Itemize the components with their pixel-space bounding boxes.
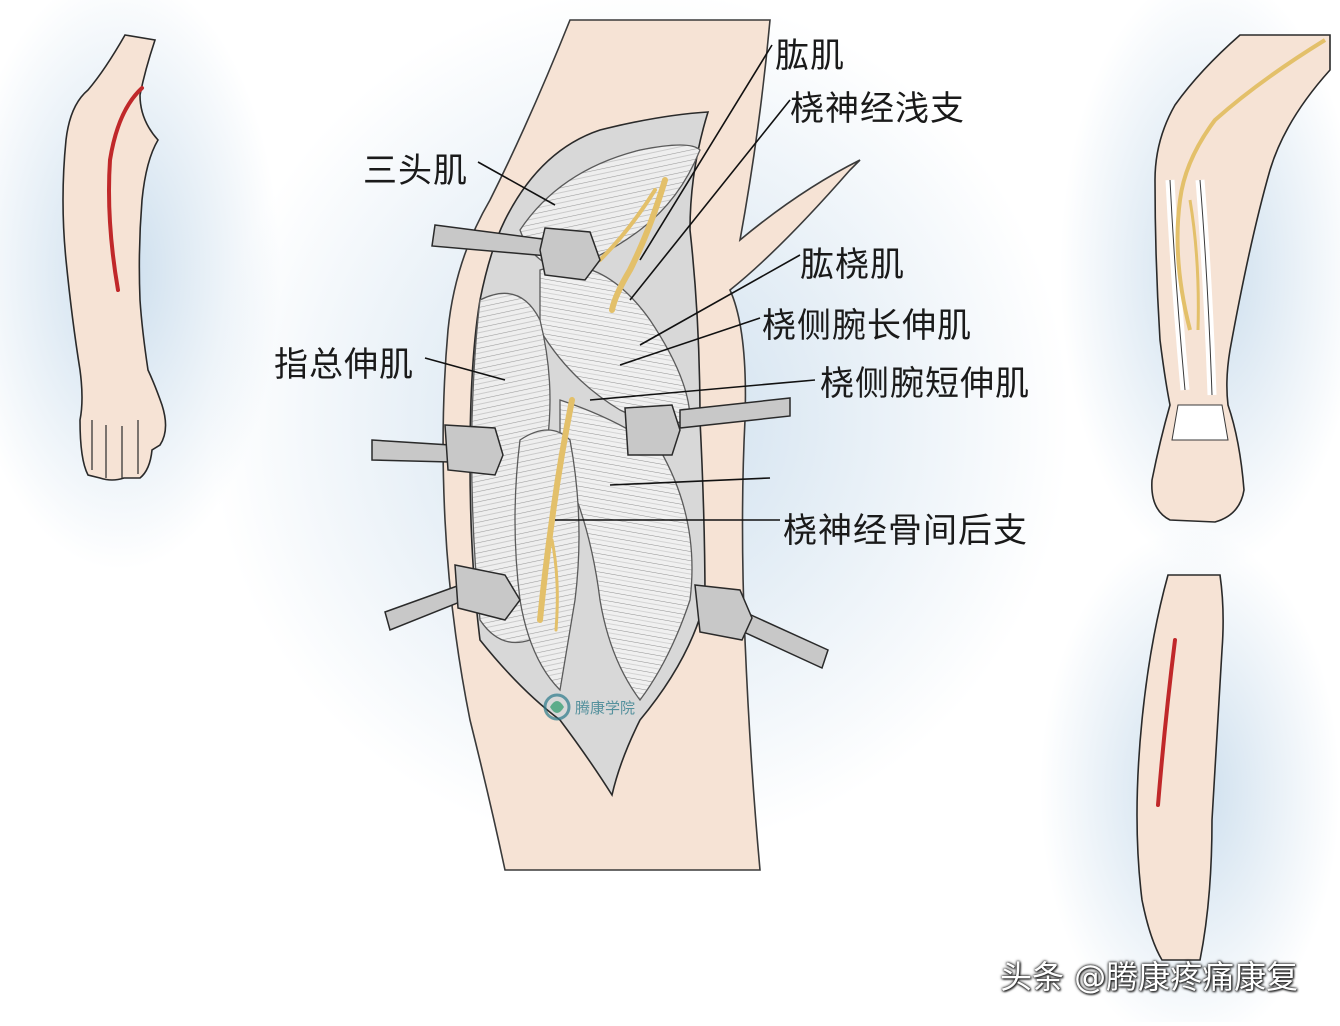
incision-line-left [107, 86, 144, 292]
logo-text: 腾康学院 [575, 699, 636, 717]
incision-line-right [1156, 638, 1177, 807]
watermark: 头条 @腾康疼痛康复 [1000, 958, 1299, 996]
label-triceps: 三头肌 [363, 151, 468, 191]
label-brachioradialis: 肱桡肌 [800, 245, 905, 285]
leader-lines [424, 44, 816, 521]
center-arm-illustration [371, 19, 861, 871]
label-brachialis: 肱肌 [775, 36, 845, 76]
label-ecrl: 桡侧腕长伸肌 [762, 306, 972, 346]
label-posterior-interosseous: 桡神经骨间后支 [783, 511, 1028, 551]
left-arm-illustration [62, 34, 167, 481]
label-extensor-digitorum: 指总伸肌 [274, 345, 414, 385]
label-radial-nerve-superficial: 桡神经浅支 [790, 89, 965, 129]
right-bottom-arm-illustration [1136, 574, 1224, 961]
retractors [371, 224, 829, 670]
logo-mark [543, 693, 571, 721]
label-ecrb: 桡侧腕短伸肌 [820, 364, 1030, 404]
right-top-arm-illustration [1151, 34, 1331, 523]
